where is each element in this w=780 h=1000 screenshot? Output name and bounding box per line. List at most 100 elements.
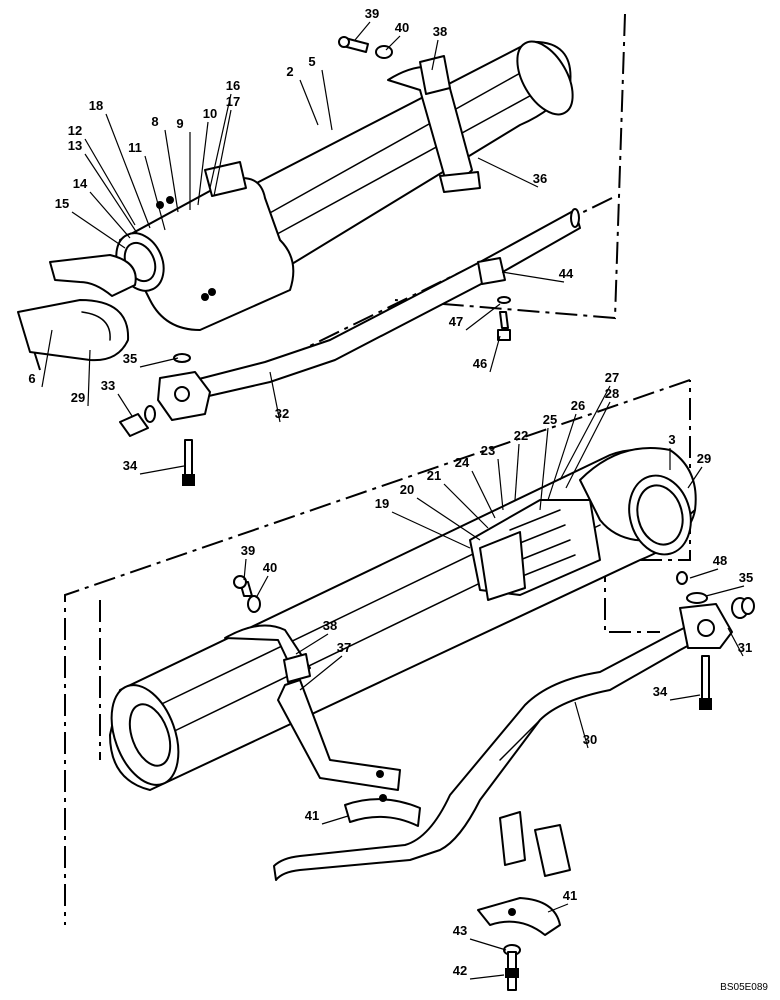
callout-28: 28 — [605, 386, 619, 401]
leader-line-10 — [197, 121, 209, 206]
callout-38: 38 — [323, 618, 337, 633]
leader-line-22 — [514, 443, 520, 501]
leader-line-12 — [84, 138, 136, 226]
lower-rod-eye — [579, 447, 697, 556]
callout-31: 31 — [738, 640, 752, 655]
callout-30: 30 — [583, 732, 597, 747]
callout-10: 10 — [203, 106, 217, 121]
callout-27: 27 — [605, 370, 619, 385]
callout-11: 11 — [128, 140, 142, 155]
leader-line-40 — [385, 35, 401, 51]
leader-line-14 — [89, 191, 131, 239]
leader-line-34 — [669, 694, 701, 701]
leader-line-37 — [299, 655, 343, 691]
leader-line-6 — [41, 329, 53, 388]
callout-14: 14 — [73, 176, 88, 191]
leader-line-40 — [255, 575, 269, 599]
leader-line-46 — [489, 335, 501, 373]
callout-5: 5 — [308, 54, 315, 69]
leader-line-2 — [299, 79, 319, 126]
callout-35: 35 — [739, 570, 753, 585]
callout-6: 6 — [28, 371, 35, 386]
leader-line-31 — [727, 627, 744, 657]
callout-40: 40 — [395, 20, 409, 35]
callout-40: 40 — [263, 560, 277, 575]
callout-24: 24 — [455, 455, 470, 470]
callout-leaders — [41, 21, 745, 980]
leader-line-21 — [443, 483, 489, 529]
leader-line-16 — [209, 93, 232, 189]
callout-17: 17 — [226, 94, 240, 109]
leader-line-24 — [471, 470, 496, 519]
upper-fasteners — [119, 36, 511, 486]
leader-line-42 — [469, 974, 505, 980]
leader-line-35 — [705, 585, 745, 597]
callout-39: 39 — [365, 6, 379, 21]
callout-16: 16 — [226, 78, 240, 93]
leader-line-23 — [497, 458, 504, 511]
callout-22: 22 — [514, 428, 528, 443]
leader-line-43 — [469, 938, 507, 951]
leader-line-41 — [547, 903, 569, 913]
lower-band-clamp — [224, 624, 401, 791]
leader-line-27 — [559, 385, 611, 481]
callout-38: 38 — [433, 24, 447, 39]
lower-piston-cutaway — [469, 499, 601, 601]
callout-18: 18 — [89, 98, 103, 113]
callout-36: 36 — [533, 171, 547, 186]
callout-20: 20 — [400, 482, 414, 497]
callout-12: 12 — [68, 123, 82, 138]
callout-9: 9 — [176, 116, 183, 131]
upper-pipe-32 — [157, 208, 581, 421]
leader-line-28 — [565, 401, 611, 489]
callout-37: 37 — [337, 640, 351, 655]
callout-42: 42 — [453, 963, 467, 978]
leader-line-32 — [269, 371, 281, 423]
callout-25: 25 — [543, 412, 557, 427]
leader-line-38 — [431, 39, 439, 71]
callout-13: 13 — [68, 138, 82, 153]
callout-26: 26 — [571, 398, 585, 413]
leader-line-13 — [84, 153, 138, 234]
leader-line-48 — [689, 568, 719, 579]
upper-cylinder-head — [115, 161, 295, 331]
callout-43: 43 — [453, 923, 467, 938]
callout-19: 19 — [375, 496, 389, 511]
lower-fasteners — [233, 571, 755, 991]
leader-line-29 — [687, 466, 703, 489]
leader-line-18 — [105, 113, 151, 229]
leader-line-35 — [139, 357, 179, 368]
callout-29: 29 — [697, 451, 711, 466]
callout-39: 39 — [241, 543, 255, 558]
upper-split-flange — [17, 254, 137, 362]
leader-line-11 — [144, 155, 166, 231]
leader-line-30 — [574, 701, 589, 749]
callout-35: 35 — [123, 351, 137, 366]
callout-32: 32 — [275, 406, 289, 421]
leader-line-29 — [87, 349, 91, 407]
leader-line-39 — [354, 21, 371, 41]
callout-29: 29 — [71, 390, 85, 405]
callout-47: 47 — [449, 314, 463, 329]
leader-line-34 — [139, 465, 185, 475]
leader-line-17 — [213, 109, 232, 197]
callout-41: 41 — [305, 808, 319, 823]
figure-code: BS05E089 — [720, 982, 768, 993]
callout-21: 21 — [427, 468, 441, 483]
leader-line-33 — [117, 393, 133, 417]
leader-line-36 — [477, 157, 539, 188]
callout-34: 34 — [653, 684, 668, 699]
leader-line-41 — [321, 815, 349, 825]
leader-line-19 — [391, 511, 471, 549]
lower-assembly-boundary — [64, 379, 691, 925]
leader-line-39 — [243, 558, 247, 581]
leader-line-44 — [501, 271, 565, 283]
callout-34: 34 — [123, 458, 138, 473]
leader-line-5 — [321, 69, 333, 131]
callout-23: 23 — [481, 443, 495, 458]
leader-line-8 — [164, 129, 179, 213]
lower-clamp-halves — [344, 794, 561, 936]
callout-44: 44 — [559, 266, 574, 281]
leader-line-15 — [71, 211, 126, 249]
lower-pipe-30 — [273, 603, 733, 881]
